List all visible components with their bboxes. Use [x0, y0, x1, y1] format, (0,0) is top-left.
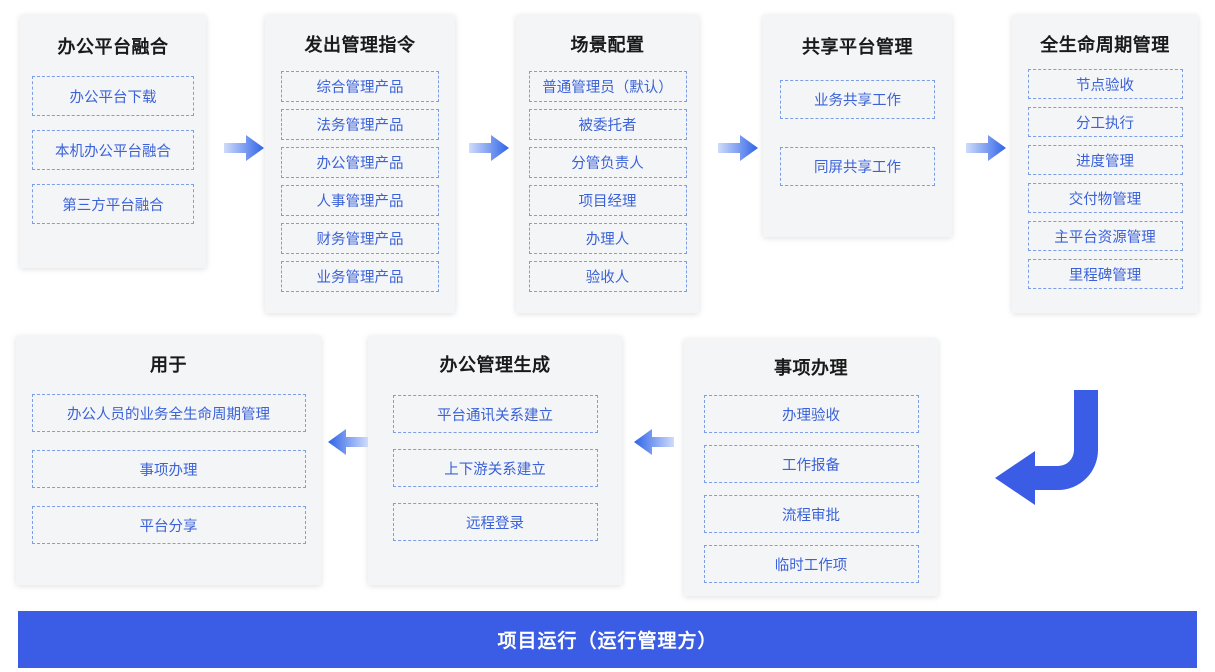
list-item[interactable]: 普通管理员（默认） — [528, 71, 687, 102]
list-item[interactable]: 节点验收 — [1027, 69, 1183, 99]
card-scenario-configuration[interactable]: 场景配置 普通管理员（默认） 被委托者 分管负责人 项目经理 办理人 验收人 — [516, 15, 699, 313]
list-item[interactable]: 办公平台下载 — [32, 76, 194, 116]
arrow-curve-down-left-icon — [995, 390, 1098, 505]
card-item-list: 平台通讯关系建立 上下游关系建立 远程登录 — [368, 395, 622, 541]
list-item[interactable]: 工作报备 — [703, 445, 919, 483]
list-item[interactable]: 临时工作项 — [703, 545, 919, 583]
list-item[interactable]: 同屏共享工作 — [780, 147, 935, 186]
card-used-for[interactable]: 用于 办公人员的业务全生命周期管理 事项办理 平台分享 — [16, 336, 321, 585]
card-title: 全生命周期管理 — [1040, 35, 1170, 55]
card-item-list: 节点验收 分工执行 进度管理 交付物管理 主平台资源管理 里程碑管理 — [1012, 69, 1198, 289]
list-item[interactable]: 上下游关系建立 — [392, 449, 598, 487]
card-item-list: 业务共享工作 同屏共享工作 — [763, 80, 952, 186]
arrow-left-icon — [328, 429, 368, 455]
card-title: 场景配置 — [570, 35, 645, 55]
card-issue-management-directive[interactable]: 发出管理指令 综合管理产品 法务管理产品 办公管理产品 人事管理产品 财务管理产… — [265, 15, 455, 313]
list-item[interactable]: 分管负责人 — [528, 147, 687, 178]
card-shared-platform-management[interactable]: 共享平台管理 业务共享工作 同屏共享工作 — [763, 15, 952, 237]
card-item-list: 办公人员的业务全生命周期管理 事项办理 平台分享 — [16, 394, 321, 544]
card-title: 办公平台融合 — [57, 37, 169, 57]
list-item[interactable]: 远程登录 — [392, 503, 598, 541]
list-item[interactable]: 办理人 — [528, 223, 687, 254]
card-office-management-generation[interactable]: 办公管理生成 平台通讯关系建立 上下游关系建立 远程登录 — [368, 336, 622, 585]
card-office-platform-integration[interactable]: 办公平台融合 办公平台下载 本机办公平台融合 第三方平台融合 — [20, 15, 206, 268]
arrow-right-icon — [718, 135, 758, 161]
arrow-right-icon — [224, 135, 264, 161]
card-full-lifecycle-management[interactable]: 全生命周期管理 节点验收 分工执行 进度管理 交付物管理 主平台资源管理 里程碑… — [1012, 15, 1198, 313]
list-item[interactable]: 财务管理产品 — [281, 223, 439, 254]
list-item[interactable]: 分工执行 — [1027, 107, 1183, 137]
list-item[interactable]: 流程审批 — [703, 495, 919, 533]
list-item[interactable]: 平台通讯关系建立 — [392, 395, 598, 433]
list-item[interactable]: 验收人 — [528, 261, 687, 292]
arrow-right-icon — [469, 135, 509, 161]
card-item-list: 办公平台下载 本机办公平台融合 第三方平台融合 — [20, 76, 206, 224]
list-item[interactable]: 法务管理产品 — [281, 109, 439, 140]
list-item[interactable]: 业务管理产品 — [281, 261, 439, 292]
banner-text: 项目运行（运行管理方） — [497, 631, 718, 652]
list-item[interactable]: 综合管理产品 — [281, 71, 439, 102]
card-item-list: 办理验收 工作报备 流程审批 临时工作项 — [684, 395, 938, 583]
list-item[interactable]: 办公管理产品 — [281, 147, 439, 178]
arrow-right-icon — [966, 135, 1006, 161]
list-item[interactable]: 里程碑管理 — [1027, 259, 1183, 289]
list-item[interactable]: 主平台资源管理 — [1027, 221, 1183, 251]
list-item[interactable]: 项目经理 — [528, 185, 687, 216]
list-item[interactable]: 事项办理 — [31, 450, 306, 488]
card-title: 用于 — [150, 355, 187, 375]
card-title: 共享平台管理 — [802, 37, 913, 57]
project-operation-banner: 项目运行（运行管理方） — [18, 611, 1197, 668]
list-item[interactable]: 进度管理 — [1027, 145, 1183, 175]
card-item-list: 普通管理员（默认） 被委托者 分管负责人 项目经理 办理人 验收人 — [516, 71, 699, 292]
card-title: 事项办理 — [774, 358, 848, 378]
list-item[interactable]: 业务共享工作 — [780, 80, 935, 119]
card-title: 发出管理指令 — [304, 35, 416, 55]
arrow-left-icon — [634, 429, 674, 455]
list-item[interactable]: 本机办公平台融合 — [32, 130, 194, 170]
card-item-list: 综合管理产品 法务管理产品 办公管理产品 人事管理产品 财务管理产品 业务管理产… — [265, 71, 455, 292]
list-item[interactable]: 平台分享 — [31, 506, 306, 544]
list-item[interactable]: 交付物管理 — [1027, 183, 1183, 213]
card-item-handling[interactable]: 事项办理 办理验收 工作报备 流程审批 临时工作项 — [684, 339, 938, 596]
list-item[interactable]: 办理验收 — [703, 395, 919, 433]
list-item[interactable]: 被委托者 — [528, 109, 687, 140]
list-item[interactable]: 第三方平台融合 — [32, 184, 194, 224]
list-item[interactable]: 人事管理产品 — [281, 185, 439, 216]
card-title: 办公管理生成 — [439, 355, 551, 375]
list-item[interactable]: 办公人员的业务全生命周期管理 — [31, 394, 306, 432]
